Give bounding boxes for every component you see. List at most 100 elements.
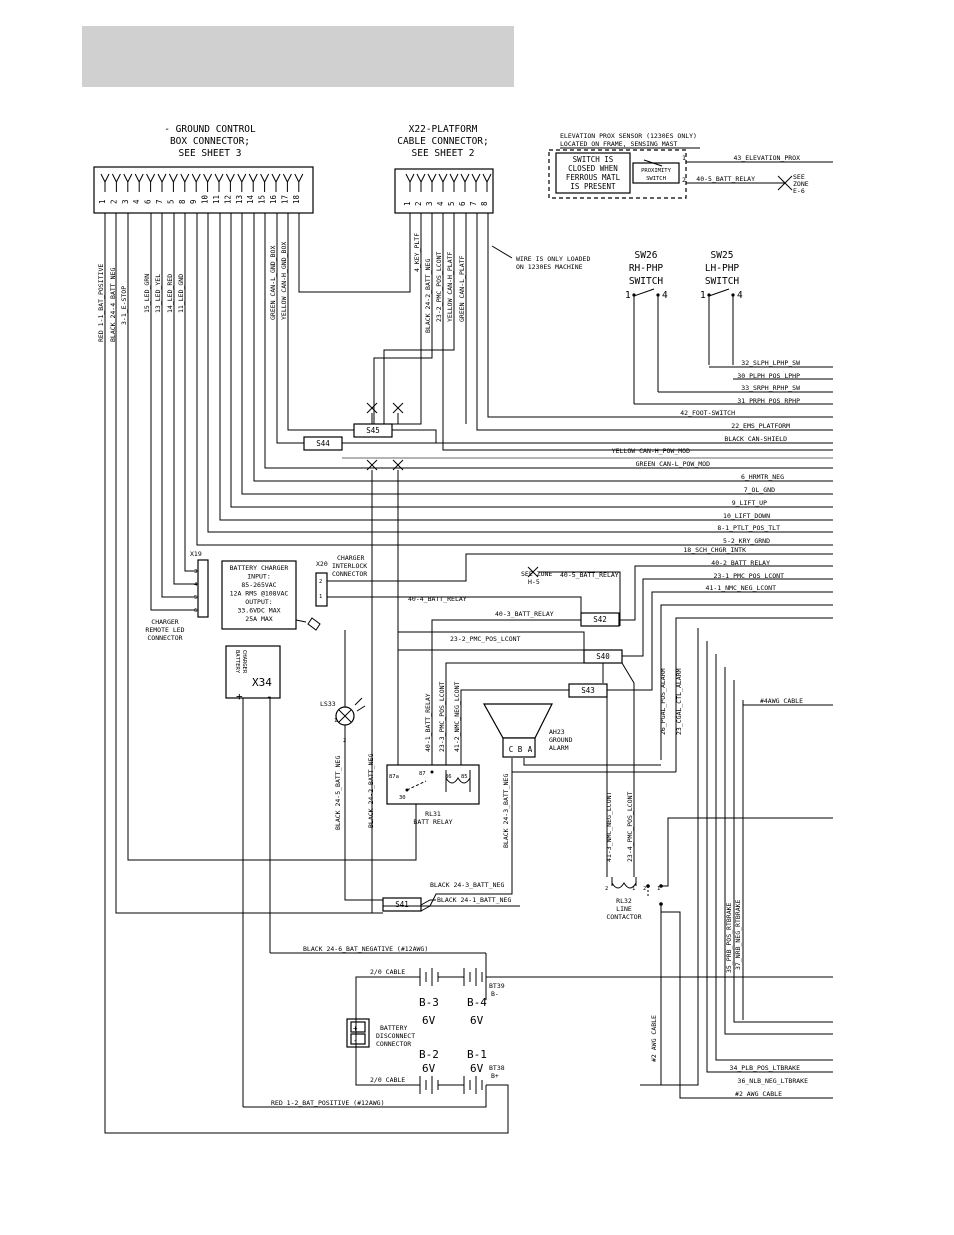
vertical-wire-label: 4_KEY_PLTF — [413, 233, 421, 272]
splice-s43: S43 — [568, 683, 608, 698]
right-wire-label: 18_SCH_CHGR_INTK — [683, 546, 746, 554]
vertical-wire-label: 11_LED_GND — [177, 274, 185, 313]
vertical-wire-label: 23-2_PMC_POS_LCONT — [435, 251, 443, 322]
right-wire-label: 33_SRPH_RPHP_SW — [741, 384, 800, 392]
vertical-wire-label: 26_PGAL_POS_ALARM — [659, 668, 667, 735]
vertical-wire-label: 23-4_PMC_POS_LCONT — [626, 791, 634, 862]
right-wire-label: 32_SLPH_LPHP_SW — [741, 359, 800, 367]
charger-spec-line: BATTERY CHARGER — [230, 564, 289, 572]
right-wire-label: 36_NLB_NEG_LTBRAKE — [738, 1077, 809, 1085]
disconnect-minus: - — [353, 1036, 358, 1045]
sw25-name: SW25 — [711, 250, 734, 261]
vertical-wire-label: 15_LED_GRN — [143, 274, 151, 313]
x20-connector: X20 2 1 CHARGER INTERLOCK CONNECTOR — [315, 553, 833, 613]
ground-box-pin-number: 2 — [109, 199, 118, 204]
disconnect-line-3: CONNECTOR — [376, 1040, 411, 1048]
elevation-sensor-title-2: LOCATED ON FRAME, SENSING MAST — [560, 140, 677, 148]
right-wire-label: 5-2_KRY_GRND — [723, 537, 770, 545]
right-wire-label: BLACK CAN-SHIELD — [724, 435, 787, 443]
disconnect-plus: + — [353, 1024, 358, 1033]
ground-box-title-2: BOX CONNECTOR; — [170, 136, 250, 147]
x22-pin-number: 8 — [480, 201, 489, 206]
right-wire-label: 9_LIFT_UP — [732, 499, 767, 507]
battery-b2-volt: 6V — [422, 1062, 436, 1075]
vertical-wire-label: 35_PRB_POS_RTBRAKE — [725, 902, 733, 973]
vertical-wires — [104, 213, 833, 1134]
ground-box-pin-number: 9 — [189, 199, 198, 204]
charger-spec-line: 12A RMS @108VAC — [230, 590, 289, 598]
right-wire-label: 30_PLPH_POS_LPHP — [737, 372, 800, 380]
x19-caption-3: CONNECTOR — [147, 634, 182, 642]
battery-b2-name: B-2 — [419, 1048, 439, 1061]
right-wire-label: 40-5_BATT_RELAY — [696, 175, 755, 183]
vertical-wire-label: 41-3_NMC_NEG_LCONT — [605, 791, 613, 862]
x22-title-1: X22-PLATFORM — [409, 124, 478, 135]
ground-box-pin-number: 18 — [292, 194, 301, 204]
connector-pin-fork — [237, 173, 247, 192]
wire-40-5-mid: 40-5_BATT_RELAY — [560, 571, 619, 579]
vertical-wire-label: 37_NRB_NEG_RTBRAKE — [734, 899, 742, 970]
svg-text:S42: S42 — [593, 615, 607, 624]
vertical-wire-label: YELLOW CAN-H_GND_BOX — [280, 242, 288, 320]
wire-24-3-label: BLACK 24-3_BATT_NEG — [430, 881, 504, 889]
sw26-switch: SW26 RH-PHP SWITCH 1 4 — [625, 250, 668, 301]
relay-line-1: RL31 — [425, 810, 441, 818]
relay-line-2: BATT RELAY — [413, 818, 452, 826]
alarm-pin-c: C — [509, 745, 514, 754]
connector-pin-fork — [100, 173, 110, 192]
sw25-line-2: SWITCH — [705, 276, 740, 287]
sw25-pin-left: 1 — [700, 290, 706, 301]
ground-box-connector: - GROUND CONTROL BOX CONNECTOR; SEE SHEE… — [93, 124, 314, 214]
x34-plus: + — [236, 690, 243, 703]
ground-box-pin-number: 5 — [166, 199, 175, 204]
splice-s45: S45 — [353, 423, 393, 438]
x34-side-2: CHARGER — [241, 650, 247, 674]
charger-spec-line: 85-265VAC — [241, 581, 276, 589]
bt38-label: BT38 — [489, 1064, 505, 1072]
vertical-wire-label: #2 AWG CABLE — [650, 1015, 658, 1062]
see-zone-e6-1: SEE — [793, 173, 805, 181]
wire-40-3-mid: 40-3_BATT_RELAY — [495, 610, 554, 618]
contactor-line-3: CONTACTOR — [606, 913, 641, 921]
sensor-note-4: IS PRESENT — [570, 182, 616, 191]
right-wire-label: #2 AWG CABLE — [735, 1090, 782, 1098]
x19-pin-5: 5 — [194, 595, 197, 601]
connector-pin-fork — [180, 173, 190, 192]
x20-label: X20 — [316, 560, 328, 568]
battery-b3-name: B-3 — [419, 996, 439, 1009]
vertical-wire-label: BLACK 24-4_BATT_NEG — [109, 268, 117, 342]
x22-title-3: SEE SHEET 2 — [412, 148, 475, 159]
x22-connector: X22-PLATFORM CABLE CONNECTOR; SEE SHEET … — [394, 124, 494, 214]
alarm-line-3: ALARM — [549, 744, 569, 752]
battery-b1-name: B-1 — [467, 1048, 487, 1061]
right-wire-label: 42_FOOT-SWITCH — [680, 409, 735, 417]
vertical-wire-label: YELLOW CAN-H_PLATF — [446, 251, 454, 322]
connector-pin-fork — [471, 173, 481, 192]
see-zone-h5-2: H-5 — [528, 578, 540, 586]
wire-24-6-label: BLACK 24-6_BAT_NEGATIVE (#12AWG) — [303, 945, 428, 953]
ground-box-pin-number: 8 — [178, 199, 187, 204]
connector-pin-fork — [294, 173, 304, 192]
contactor-pin-1b: 1 — [657, 886, 660, 892]
ls33-pin1: 1 — [334, 718, 337, 724]
bt39-label: BT39 — [489, 982, 505, 990]
batt-relay-rl31: 87a 87 86 85 30 RL31 BATT RELAY — [386, 650, 480, 826]
ls33-indicator: LS33 1 2 — [320, 630, 366, 745]
vertical-wire-label: GREEN CAN-L_PLATF — [458, 255, 466, 322]
see-zone-e6-3: E-6 — [793, 187, 805, 195]
contactor-pin-2a: 2 — [605, 886, 608, 892]
right-wire-label: 43_ELEVATION_PROX — [733, 154, 800, 162]
x19-pin-4: 4 — [194, 582, 198, 588]
x22-pin-number: 2 — [414, 201, 423, 206]
vertical-wire-label: 41-2_NMC_NEG_LCONT — [453, 681, 461, 752]
battery-b1-volt: 6V — [470, 1062, 484, 1075]
wire-1-2-label: RED 1-2_BAT_POSITIVE (#12AWG) — [271, 1099, 385, 1107]
x20-pin-2: 2 — [319, 579, 322, 585]
x22-pin-number: 3 — [425, 201, 434, 206]
right-wire-label: YELLOW CAN-H_POW_MOD — [612, 447, 690, 455]
x20-pin-1: 1 — [319, 594, 322, 600]
x34-minus: - — [266, 690, 273, 703]
battery-pack: 2/0 CABLE B-3 6V B-4 6V BT39 B- + - BATT… — [243, 952, 833, 1108]
ground-box-pin-number: 4 — [132, 199, 141, 204]
